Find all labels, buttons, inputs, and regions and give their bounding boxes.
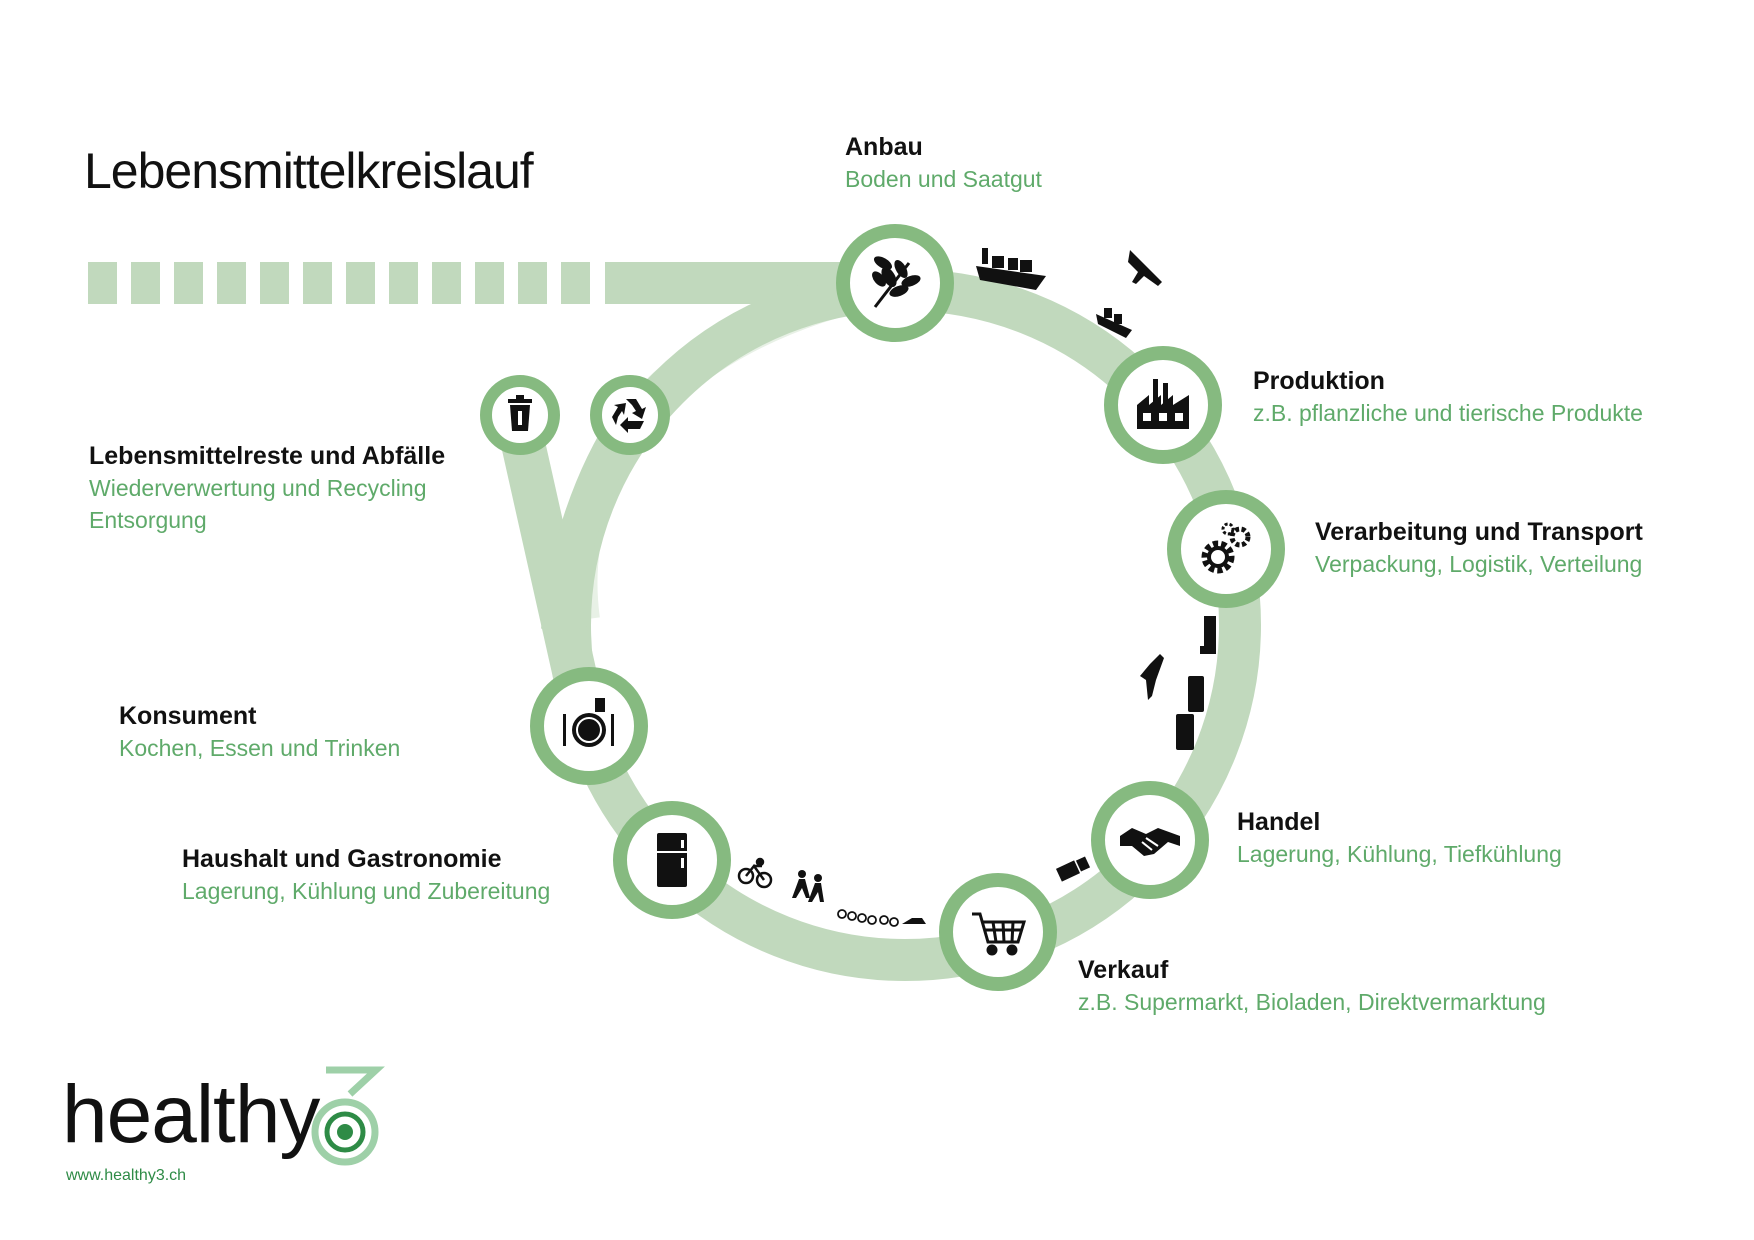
airplane-icon xyxy=(1128,250,1162,286)
node-konsument[interactable] xyxy=(530,667,648,785)
label-verarbeitung: Verarbeitung und Transport Verpackung, L… xyxy=(1315,516,1643,580)
stage-desc: Wiederverwertung und Recycling xyxy=(89,475,427,501)
pedestrians-icon xyxy=(792,870,824,902)
stage-name: Handel xyxy=(1237,808,1321,836)
node-anbau[interactable] xyxy=(836,224,954,342)
page-title: Lebensmittelkreislauf xyxy=(84,143,534,199)
cargo-ship-icon xyxy=(976,248,1046,290)
node-recycling[interactable] xyxy=(590,375,670,455)
label-handel: Handel Lagerung, Kühlung, Tiefkühlung xyxy=(1237,806,1562,870)
bicycle-icon xyxy=(737,857,773,889)
logo-url-link[interactable]: www.healthy3.ch xyxy=(66,1167,187,1184)
stage-name: Produktion xyxy=(1253,367,1385,395)
stage-name: Verkauf xyxy=(1078,956,1169,984)
node-handel[interactable] xyxy=(1091,781,1209,899)
label-konsument: Konsument Kochen, Essen und Trinken xyxy=(119,700,400,764)
stage-name: Verarbeitung und Transport xyxy=(1315,518,1643,546)
label-haushalt: Haushalt und Gastronomie Lagerung, Kühlu… xyxy=(182,843,550,907)
label-produktion: Produktion z.B. pflanzliche und tierisch… xyxy=(1253,365,1643,429)
node-reste[interactable] xyxy=(480,375,560,455)
label-verkauf: Verkauf z.B. Supermarkt, Bioladen, Direk… xyxy=(1078,954,1546,1018)
label-anbau: Anbau Boden und Saatgut xyxy=(845,131,1042,195)
gears-icon xyxy=(1201,522,1251,574)
truck-icon xyxy=(1200,616,1216,654)
factory-icon xyxy=(1137,379,1189,429)
fridge-icon xyxy=(657,833,687,887)
label-reste: Lebensmittelreste und Abfälle Wiederverw… xyxy=(89,440,445,536)
cargo-ship-icon xyxy=(1096,308,1132,338)
logo-wordmark: healthy xyxy=(62,1069,320,1160)
truck-icon xyxy=(1176,676,1204,750)
stage-desc: Entsorgung xyxy=(89,507,207,533)
stage-name: Lebensmittelreste und Abfälle xyxy=(89,442,446,470)
stage-desc: z.B. Supermarkt, Bioladen, Direktvermark… xyxy=(1078,989,1546,1015)
stage-name: Haushalt und Gastronomie xyxy=(182,845,502,873)
stage-name: Anbau xyxy=(845,133,923,161)
node-haushalt[interactable] xyxy=(613,801,731,919)
node-verkauf[interactable] xyxy=(939,873,1057,991)
stage-desc: Boden und Saatgut xyxy=(845,166,1042,192)
stage-name: Konsument xyxy=(119,702,257,730)
node-verarbeitung[interactable] xyxy=(1167,490,1285,608)
airplane-icon xyxy=(1140,654,1164,700)
stage-desc: Lagerung, Kühlung, Tiefkühlung xyxy=(1237,841,1562,867)
stage-desc: z.B. pflanzliche und tierische Produkte xyxy=(1253,400,1643,426)
stage-desc: Lagerung, Kühlung und Zubereitung xyxy=(182,878,551,904)
shopping-cart-icon xyxy=(972,912,1027,956)
plate-cutlery-icon xyxy=(563,698,614,747)
node-produktion[interactable] xyxy=(1104,346,1222,464)
healthy3-logo-mark xyxy=(311,1066,385,1166)
recycle-icon xyxy=(612,399,646,433)
trash-can-icon xyxy=(508,395,532,431)
wheat-icon xyxy=(872,256,921,308)
stage-desc: Kochen, Essen und Trinken xyxy=(119,735,401,761)
truck-icon xyxy=(1055,856,1091,882)
stage-desc: Verpackung, Logistik, Verteilung xyxy=(1315,551,1643,577)
car-icon xyxy=(902,918,926,924)
bicycle-icon xyxy=(837,909,899,927)
handshake-icon xyxy=(1120,828,1180,856)
